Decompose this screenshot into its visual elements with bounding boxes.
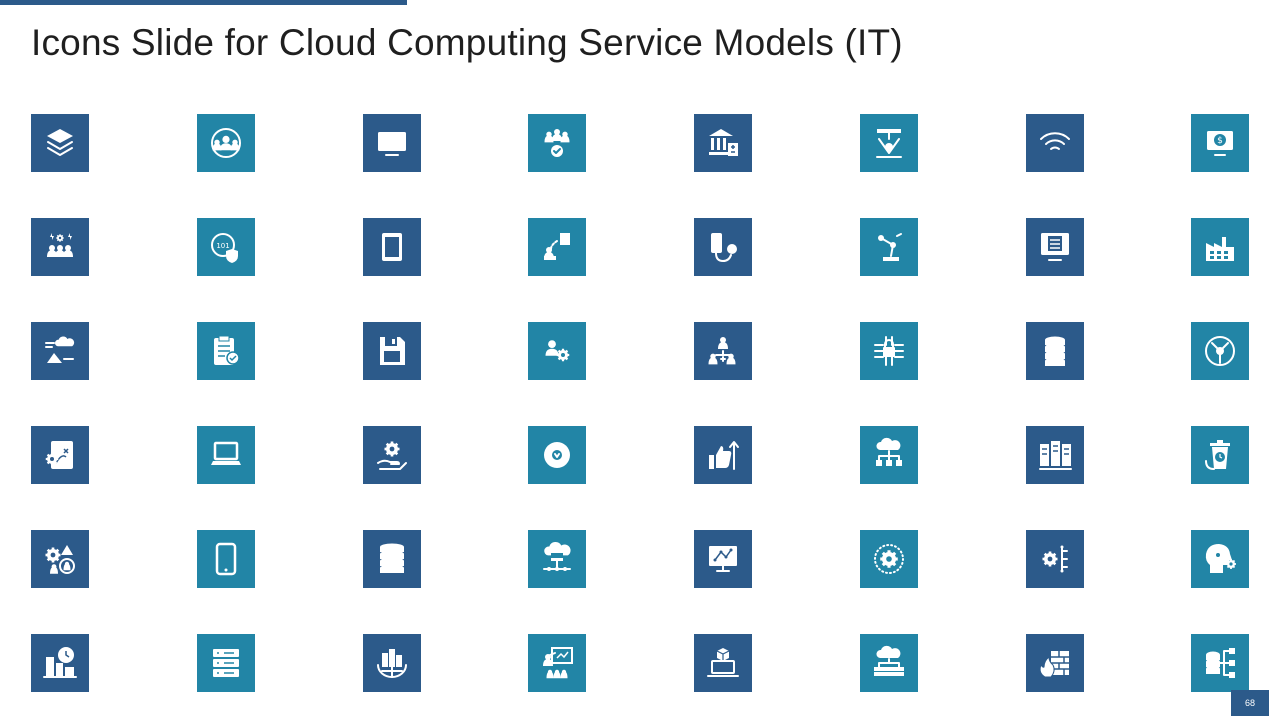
gear-flow-icon [1026, 530, 1084, 588]
trash-time-icon [1191, 426, 1249, 484]
database-icon [1026, 322, 1084, 380]
top-accent-bar [0, 0, 407, 5]
user-settings-icon [528, 322, 586, 380]
cloud-storage-icon [528, 530, 586, 588]
presentation-icon [528, 634, 586, 692]
layers-icon [31, 114, 89, 172]
svg-text:101: 101 [216, 242, 229, 250]
phone-charger-icon [694, 218, 752, 276]
monitor-icon [363, 114, 421, 172]
server-racks-icon [1026, 426, 1084, 484]
page-title: Icons Slide for Cloud Computing Service … [31, 22, 903, 63]
bank-calculator-icon [694, 114, 752, 172]
global-network-icon [1191, 322, 1249, 380]
gear-network-icon [860, 530, 918, 588]
head-gears-icon [1191, 530, 1249, 588]
laptop-icon [197, 426, 255, 484]
server-icon [197, 634, 255, 692]
factory-icon [1191, 218, 1249, 276]
vision-eye-icon [528, 426, 586, 484]
wifi-icon [1026, 114, 1084, 172]
svg-text:$: $ [1217, 136, 1223, 146]
cloud-hierarchy-icon [860, 426, 918, 484]
smartphone-icon [197, 530, 255, 588]
team-hierarchy-icon [694, 322, 752, 380]
tablet-icon [363, 218, 421, 276]
computer-server-icon [1026, 218, 1084, 276]
database-flow-icon [1191, 634, 1249, 692]
thumbs-up-growth-icon [694, 426, 752, 484]
clipboard-check-icon [197, 322, 255, 380]
team-approval-icon [528, 114, 586, 172]
city-globe-icon [363, 634, 421, 692]
circuit-lock-icon [860, 322, 918, 380]
database-stack-icon [363, 530, 421, 588]
gear-users-warning-icon [31, 530, 89, 588]
robotic-arm-icon [860, 218, 918, 276]
data-shield-icon: 101 [197, 218, 255, 276]
city-time-icon [31, 634, 89, 692]
strategy-board-icon [31, 426, 89, 484]
hand-gear-icon [363, 426, 421, 484]
floppy-disk-icon [363, 322, 421, 380]
team-network-icon [197, 114, 255, 172]
cloud-weather-icon [31, 322, 89, 380]
remote-work-icon [528, 218, 586, 276]
box-laptop-icon [694, 634, 752, 692]
dollar-monitor-icon: $ [1191, 114, 1249, 172]
firewall-icon [1026, 634, 1084, 692]
industrial-robot-icon [860, 114, 918, 172]
monitor-network-icon [694, 530, 752, 588]
team-energy-icon [31, 218, 89, 276]
page-number: 68 [1231, 690, 1269, 716]
cloud-servers-icon [860, 634, 918, 692]
